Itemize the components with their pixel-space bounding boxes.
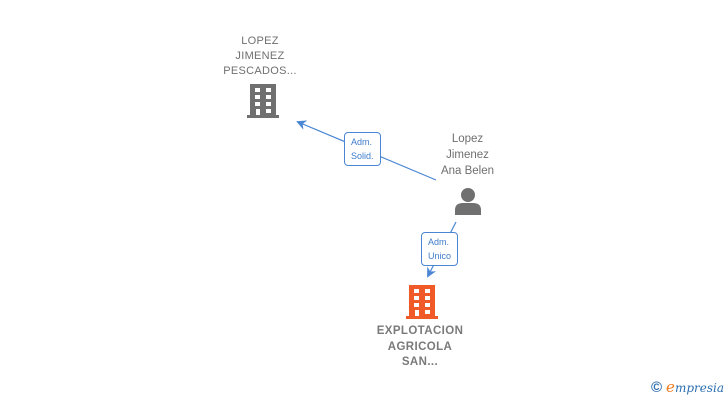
brand-rest: mpresia: [674, 381, 724, 395]
edge-label-line: Unico: [428, 251, 452, 261]
company-top-label-line: PESCADOS...: [223, 65, 297, 77]
company-main-label-line: SAN...: [401, 356, 439, 368]
company-main-label-line: EXPLOTACION: [376, 325, 464, 337]
building-icon[interactable]: [246, 83, 280, 119]
person-icon[interactable]: [453, 186, 483, 216]
edge-label-adm-solid[interactable]: Adm. Solid.: [344, 132, 381, 166]
edge-label-line: Adm.: [428, 237, 450, 247]
company-main-label-line: AGRICOLA: [387, 340, 453, 353]
copyright-icon: ©: [650, 378, 663, 396]
edge-label-line: Adm.: [351, 137, 373, 147]
building-icon[interactable]: [405, 284, 439, 320]
person-label-line: Ana Belen: [440, 165, 495, 177]
company-top-label-line: LOPEZ: [241, 35, 279, 47]
company-top-label-line: JIMENEZ: [235, 50, 285, 62]
person-label-line: Lopez: [451, 133, 484, 145]
company-top-label[interactable]: LOPEZ JIMENEZ PESCADOS...: [210, 34, 310, 79]
edge-label-line: Solid.: [351, 151, 374, 161]
brand-initial: e: [666, 378, 675, 396]
person-label-line: Jimenez: [446, 149, 489, 161]
person-label[interactable]: Lopez Jimenez Ana Belen: [420, 131, 515, 179]
brand-name: empresia: [666, 378, 724, 396]
edge-label-adm-unico[interactable]: Adm. Unico: [421, 232, 459, 266]
empresia-logo: © empresia: [651, 378, 724, 396]
company-main-label[interactable]: EXPLOTACION AGRICOLA SAN...: [360, 324, 480, 371]
